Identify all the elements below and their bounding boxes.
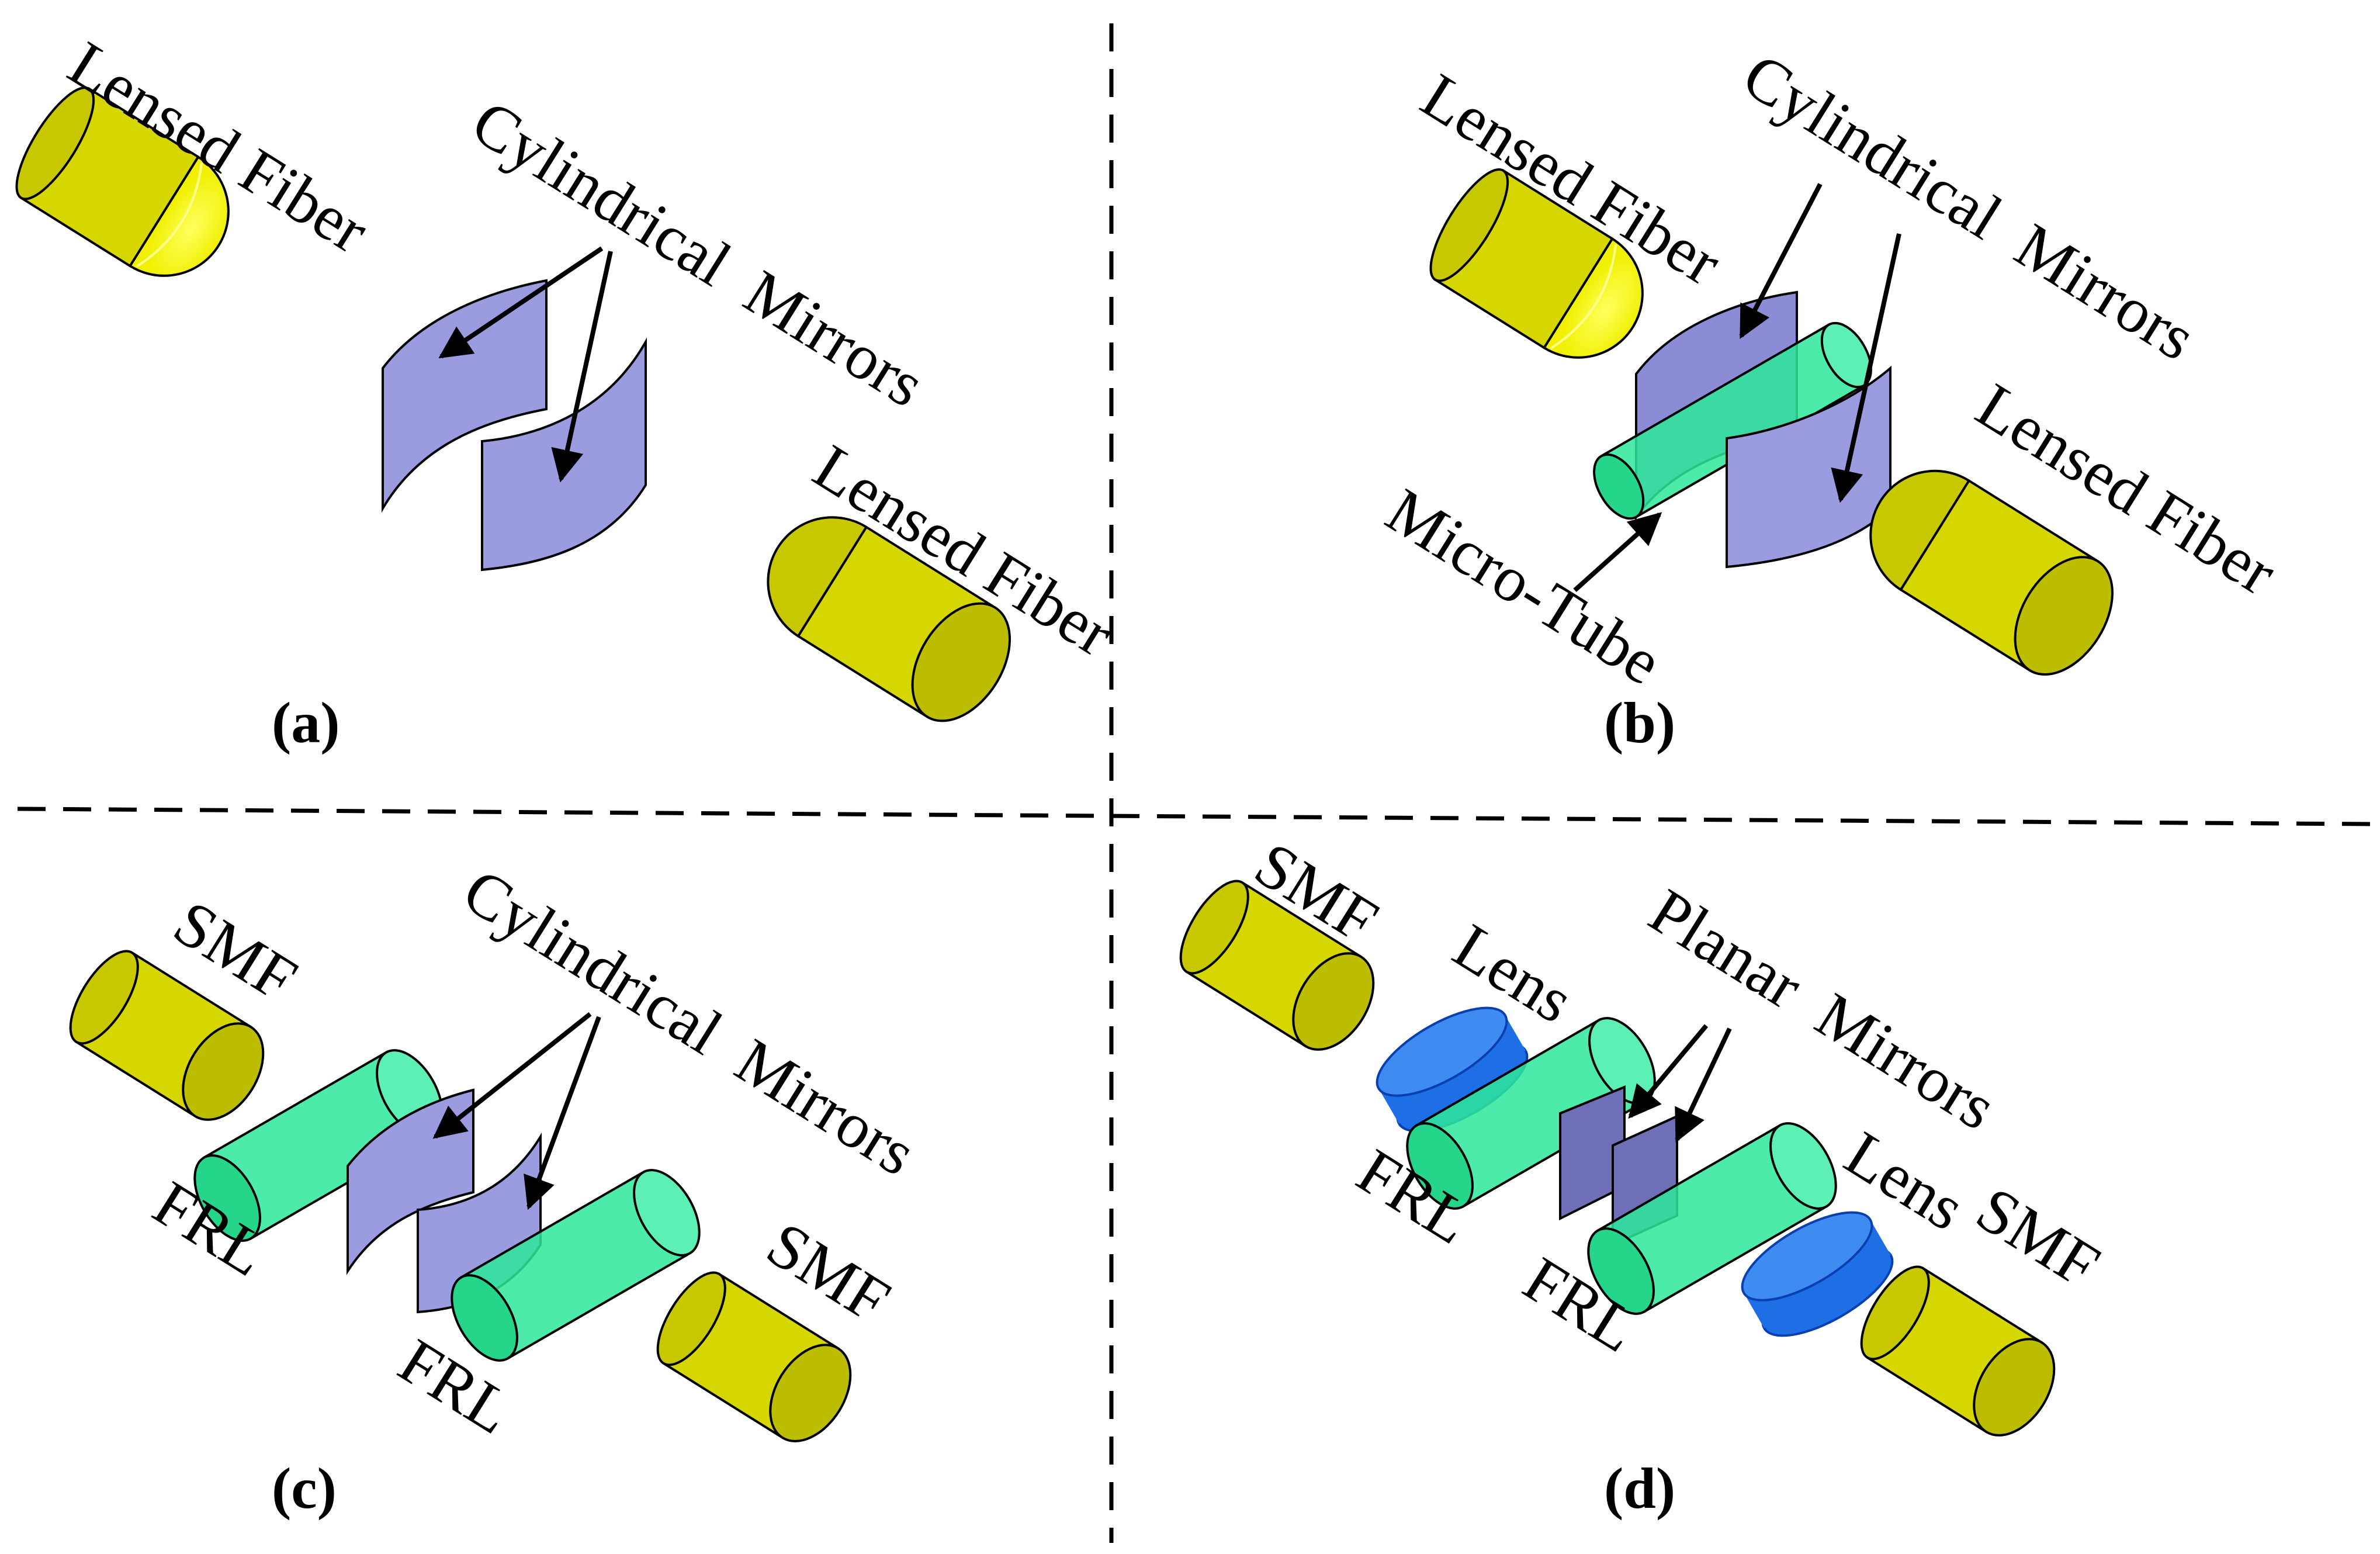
- frl-d-right: [1587, 1122, 1837, 1315]
- label-panel-b: (b): [1604, 690, 1675, 755]
- arrow-d-mirror-left: [1628, 1024, 1709, 1119]
- arrow-c-mirror-right: [524, 1016, 601, 1210]
- label-panel-c: (c): [272, 1456, 337, 1521]
- arrow-d-mirror-right: [1675, 1027, 1732, 1143]
- smf-d-bottom: [1860, 1265, 2056, 1437]
- arrow-a-mirror-left: [438, 246, 604, 359]
- panel-d: SMF Lens Planar Mirrors FRL FRL Lens SMF…: [1179, 828, 2112, 1521]
- smf-c-top: [69, 950, 265, 1121]
- frl-c-right: [451, 1169, 701, 1362]
- lensed-fiber-b-top: [1429, 168, 1644, 359]
- arrow-a-mirror-right: [551, 251, 613, 483]
- arrow-c-mirror-left: [432, 1012, 592, 1139]
- arrow-b-mirror-front: [1831, 233, 1901, 503]
- lensed-fiber-a-bottom: [767, 516, 1011, 722]
- lensed-fiber-a-top: [15, 86, 230, 277]
- horizontal-divider: [17, 807, 2373, 826]
- lensed-fiber-b-bottom: [1869, 469, 2114, 676]
- label-panel-d: (d): [1604, 1456, 1675, 1521]
- panel-b: Lensed Fiber Cylindrical Mirrors Lensed …: [1374, 39, 2288, 755]
- panel-a: Lensed Fiber Cylindrical Mirrors Lensed …: [15, 27, 1126, 755]
- label-c-cylindrical-mirrors: Cylindrical Mirrors: [451, 854, 928, 1189]
- cylindrical-mirror-a-left: [382, 279, 548, 513]
- frl-d-left: [1406, 1017, 1656, 1210]
- label-b-cylindrical-mirrors: Cylindrical Mirrors: [1731, 39, 2208, 374]
- smf-d-top: [1179, 880, 1375, 1051]
- arrow-b-micro-tube: [1573, 512, 1662, 592]
- smf-c-bottom: [656, 1271, 852, 1442]
- panel-c: SMF Cylindrical Mirrors FRL FRL SMF (c): [69, 854, 928, 1521]
- label-panel-a: (a): [272, 690, 340, 755]
- lens-d-bottom: [1741, 1211, 1894, 1337]
- arrow-b-mirror-back: [1739, 183, 1823, 339]
- label-d-smf-bottom: SMF: [1965, 1173, 2111, 1302]
- lens-d-top: [1376, 1006, 1529, 1133]
- micro-tube: [1593, 321, 1872, 520]
